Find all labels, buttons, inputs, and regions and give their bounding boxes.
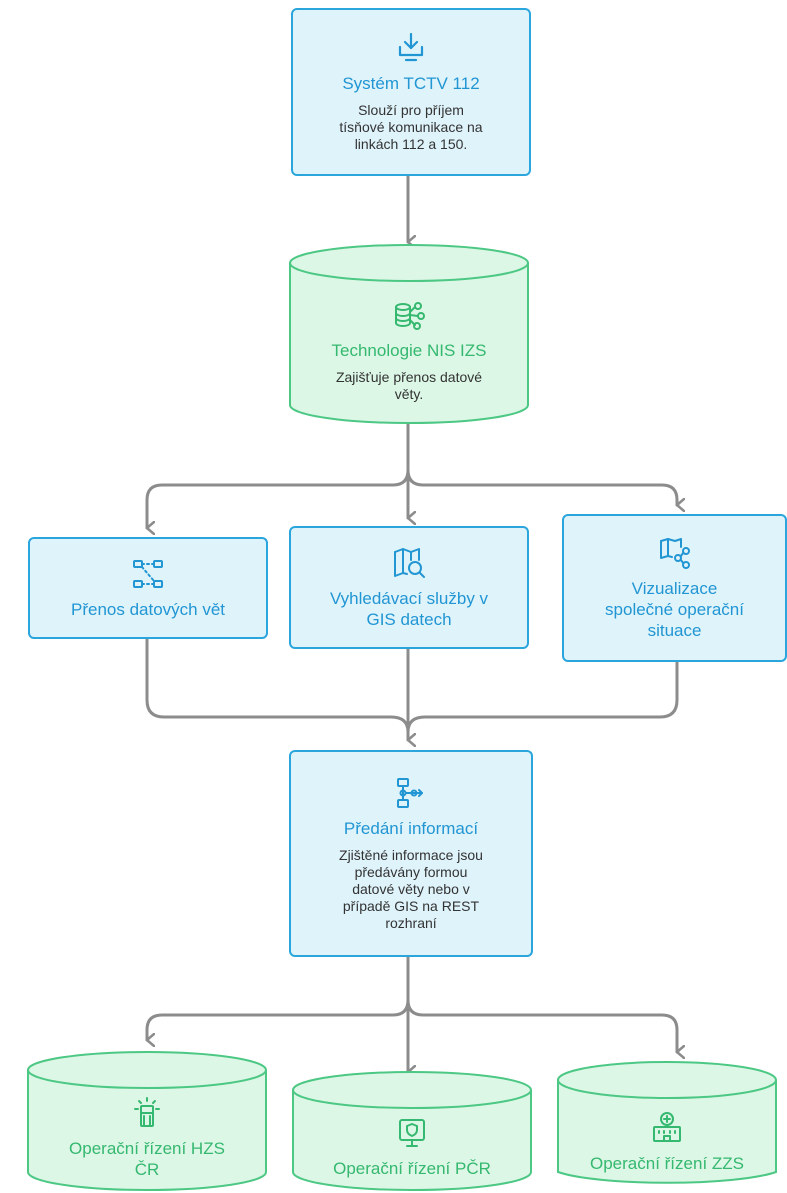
node-hzs-title: Operační řízení HZS ČR [69, 1139, 225, 1179]
node-predani-title: Předání informací [343, 818, 479, 838]
node-vizualizace[interactable]: Vizualizace společné operační situace [562, 514, 787, 662]
network-nodes-icon [133, 559, 163, 588]
node-nis-desc: Zajišťuje přenos datové věty. [335, 368, 483, 402]
node-nis-title: Technologie NIS IZS [331, 340, 487, 360]
node-vyhledavaci[interactable]: Vyhledávací služby v GIS datech [289, 526, 529, 649]
edge-predani-zzs [406, 973, 677, 1052]
node-zzs-shape [557, 1061, 777, 1184]
firefighter-icon [134, 1097, 160, 1127]
download-tray-icon [398, 32, 424, 62]
edge-nis-prenos [145, 438, 410, 528]
edge-vizualizace-predani [406, 660, 679, 734]
node-prenos-title: Přenos datových vět [70, 599, 226, 619]
node-hzs[interactable]: Operační řízení HZS ČR [28, 1092, 266, 1184]
node-hzs-shape [27, 1051, 267, 1191]
map-search-icon [394, 547, 425, 578]
edge-prenos-predani [145, 637, 410, 734]
node-zzs[interactable]: Operační řízení ZZS [558, 1100, 776, 1184]
node-predani[interactable]: Předání informací Zjištěné informace jso… [289, 750, 533, 957]
database-network-icon [395, 301, 425, 330]
police-monitor-icon [399, 1118, 425, 1147]
node-zzs-title: Operační řízení ZZS [590, 1153, 744, 1173]
node-nis-shape [289, 244, 529, 424]
hospital-icon [653, 1111, 681, 1142]
node-predani-desc: Zjištěné informace jsou předávány formou… [339, 846, 483, 931]
node-pcr[interactable]: Operační řízení PČR [293, 1110, 531, 1184]
edge-predani-hzs [145, 973, 410, 1040]
node-vizualizace-title: Vizualizace společné operační situace [605, 578, 744, 640]
node-tctv[interactable]: Systém TCTV 112 Slouží pro příjem tísňov… [291, 8, 531, 176]
node-prenos[interactable]: Přenos datových vět [28, 537, 268, 639]
connectors [145, 173, 679, 1072]
edge-nis-vizualizace [406, 438, 677, 505]
flowchart-icon [397, 777, 423, 808]
map-share-icon [659, 537, 690, 569]
node-tctv-desc: Slouží pro příjem tísňové komunikace na … [339, 102, 483, 152]
node-tctv-title: Systém TCTV 112 [342, 74, 480, 93]
node-pcr-title: Operační řízení PČR [333, 1158, 491, 1178]
node-vyhledavaci-title: Vyhledávací služby v GIS datech [329, 588, 489, 629]
node-nis[interactable]: Technologie NIS IZS Zajišťuje přenos dat… [290, 285, 528, 415]
